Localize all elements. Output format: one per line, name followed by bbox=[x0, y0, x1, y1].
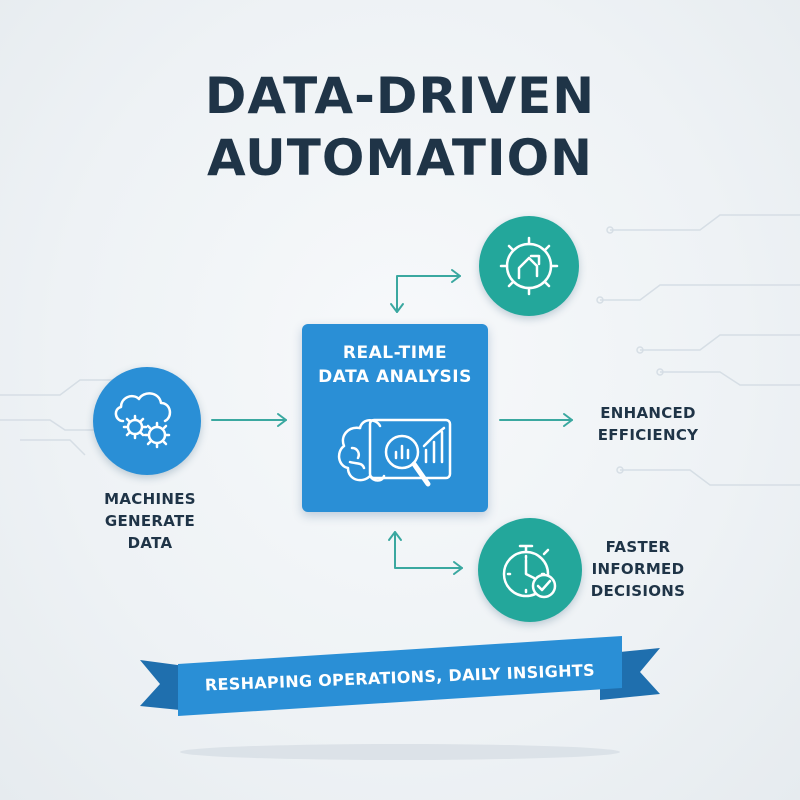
decisions-label-line: FASTER bbox=[605, 538, 671, 556]
machines-node bbox=[93, 367, 201, 475]
center-label-line-2: DATA ANALYSIS bbox=[318, 367, 472, 387]
decisions-label: FASTER INFORMED DECISIONS bbox=[568, 536, 708, 602]
machines-label: MACHINES GENERATE DATA bbox=[70, 488, 230, 554]
arrow-center-to-top bbox=[396, 275, 461, 313]
center-analysis-box: REAL-TIME DATA ANALYSIS bbox=[302, 324, 488, 512]
efficiency-label: ENHANCED EFFICIENCY bbox=[568, 402, 728, 446]
machines-label-line: DATA bbox=[127, 534, 173, 552]
title-line-1: DATA-DRIVEN bbox=[204, 67, 596, 125]
machines-label-line: GENERATE bbox=[104, 512, 196, 530]
machines-label-line: MACHINES bbox=[104, 490, 196, 508]
stopwatch-check-icon bbox=[502, 544, 557, 599]
decisions-label-line: INFORMED bbox=[591, 560, 685, 578]
title-line-2: AUTOMATION bbox=[206, 129, 593, 187]
arrow-center-to-bottom bbox=[394, 531, 463, 569]
connector-arrows bbox=[211, 269, 573, 575]
efficiency-label-line: EFFICIENCY bbox=[597, 426, 699, 444]
brain-analytics-icon bbox=[337, 418, 452, 487]
decisions-label-line: DECISIONS bbox=[590, 582, 686, 600]
circuit-decoration bbox=[0, 214, 800, 486]
center-label-line-1: REAL-TIME bbox=[342, 343, 448, 363]
efficiency-label-line: ENHANCED bbox=[600, 404, 696, 422]
gear-growth-node bbox=[479, 216, 579, 316]
cloud-gears-icon bbox=[114, 392, 172, 449]
gear-growth-icon bbox=[499, 236, 559, 296]
decisions-node bbox=[478, 518, 582, 622]
